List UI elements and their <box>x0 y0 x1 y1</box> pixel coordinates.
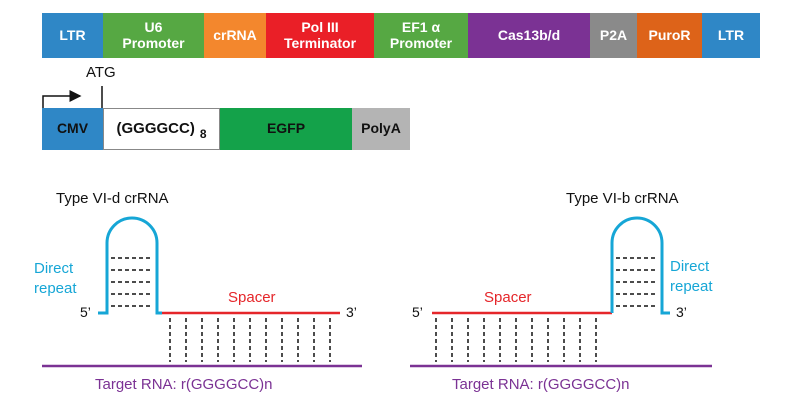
left-target-label: Target RNA: r(GGGGCC)n <box>95 376 273 393</box>
right-target-label: Target RNA: r(GGGGCC)n <box>452 376 630 393</box>
right-target-pairs <box>435 318 597 362</box>
segment-cas13bd: Cas13b/d <box>468 13 590 58</box>
left-stem-pairs <box>111 257 153 307</box>
segment-egfp: EGFP <box>220 108 352 150</box>
repeat-count: 8 <box>199 127 207 142</box>
left-target-pairs <box>169 318 331 362</box>
left-title: Type VI-d crRNA <box>56 190 169 207</box>
right-title: Type VI-b crRNA <box>566 190 679 207</box>
atg-label: ATG <box>86 64 116 81</box>
left-direct-label: Direct <box>34 260 74 277</box>
right-spacer-label: Spacer <box>484 289 532 306</box>
segment-puror: PuroR <box>637 13 702 58</box>
segment-crrna: crRNA <box>204 13 266 58</box>
left-crrna-structure <box>42 216 362 368</box>
atg-arrow <box>42 90 82 108</box>
right-direct-label: Direct <box>670 258 710 275</box>
left-repeat-label: repeat <box>34 280 77 297</box>
segment-ltr-right: LTR <box>702 13 760 58</box>
segment-gggccc-repeat: (GGGGCC)8 <box>103 108 220 150</box>
right-repeat-label: repeat <box>670 278 713 295</box>
left-three-prime: 3’ <box>346 304 357 320</box>
left-direct-repeat-hairpin <box>98 216 162 315</box>
left-spacer-label: Spacer <box>228 289 276 306</box>
right-three-prime: 3’ <box>676 304 687 320</box>
segment-ef1a-promoter: EF1 α Promoter <box>374 13 468 58</box>
segment-ltr-left: LTR <box>42 13 103 58</box>
segment-u6-promoter: U6 Promoter <box>103 13 204 58</box>
left-five-prime: 5’ <box>80 304 91 320</box>
segment-polya: PolyA <box>352 108 410 150</box>
right-direct-repeat-hairpin <box>610 216 670 315</box>
segment-cmv: CMV <box>42 108 103 150</box>
right-crrna-structure <box>410 216 712 368</box>
right-stem-pairs <box>616 257 658 307</box>
segment-pol-iii-terminator: Pol III Terminator <box>266 13 374 58</box>
right-five-prime: 5’ <box>412 304 423 320</box>
segment-p2a: P2A <box>590 13 637 58</box>
